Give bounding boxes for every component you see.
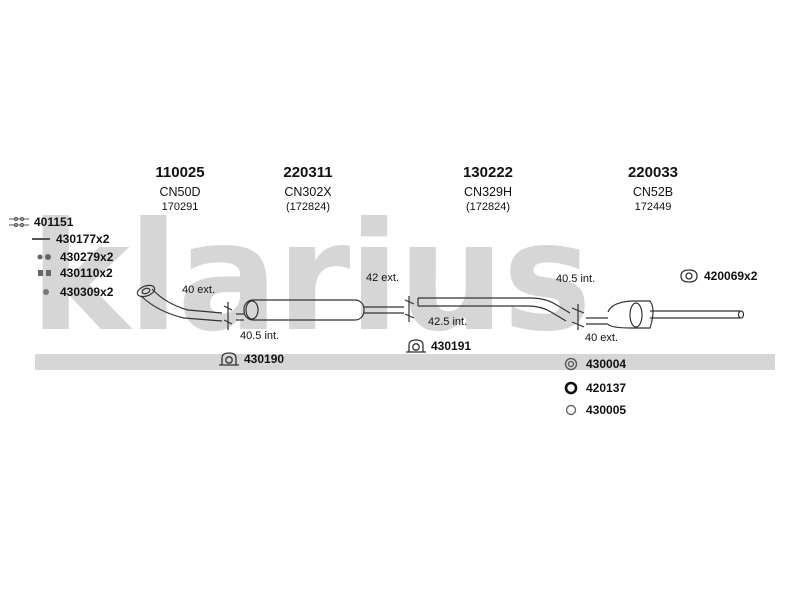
section-header-2: 220311 CN302X (172824) (238, 164, 378, 214)
part-430004: 430004 (560, 357, 626, 371)
part-430279: 430279x2 (34, 250, 113, 264)
part-430309: 430309x2 (34, 285, 113, 299)
clamp-430190: 430190 (218, 352, 284, 366)
section-header-4: 220033 CN52B 172449 (583, 164, 723, 214)
part-label: 430279x2 (60, 250, 114, 264)
part-ref: 170291 (161, 201, 199, 213)
note-ext-1: 40 ext. (182, 284, 216, 296)
intermediate-pipe (417, 297, 571, 322)
rubber-ring-icon (565, 404, 577, 416)
seal-ring-icon (564, 381, 578, 395)
note-ext-2: 42 ext. (366, 272, 400, 284)
part-code: CN50D (159, 185, 201, 199)
rear-silencer (586, 300, 745, 329)
clamp-430191: 430191 (405, 339, 471, 353)
nut-pair-icon (37, 254, 51, 260)
flange-gasket-icon (680, 269, 698, 283)
part-420137: 420137 (560, 381, 626, 395)
part-ref: (172824) (465, 201, 511, 213)
note-int-1: 40.5 int. (240, 330, 280, 342)
note-ext-3: 40 ext. (585, 332, 619, 344)
gasket-420069: 420069x2 (678, 269, 757, 283)
washer-icon (43, 289, 49, 295)
part-label: 420069x2 (704, 269, 758, 283)
brand-watermark: klarius (30, 191, 780, 378)
clamp-icon (219, 352, 239, 366)
stud-icon (32, 238, 50, 240)
front-pipe (136, 284, 223, 322)
part-label: 430309x2 (60, 285, 114, 299)
part-ref: 172449 (634, 201, 672, 213)
part-label: 430190 (244, 352, 285, 366)
part-label: 430005 (586, 403, 627, 417)
part-number: 220311 (283, 164, 333, 181)
part-label: 430110x2 (60, 266, 113, 280)
bracket-ring-icon (564, 357, 578, 371)
part-401151: 401151 (8, 215, 73, 229)
watermark-bar (35, 354, 775, 370)
part-ref: (172824) (285, 201, 331, 213)
section-header-3: 130222 CN329H (172824) (418, 164, 558, 214)
part-label: 430004 (586, 357, 627, 371)
part-code: CN329H (464, 185, 512, 199)
joint-3 (571, 304, 585, 330)
part-label: 430191 (431, 339, 472, 353)
note-int-2: 42.5 int. (428, 316, 468, 328)
part-code: CN302X (284, 185, 332, 199)
note-int-3: 40.5 int. (556, 273, 596, 285)
part-number: 130222 (462, 164, 514, 181)
joint-1 (223, 302, 233, 330)
part-code: CN52B (632, 185, 674, 199)
part-430110: 430110x2 (34, 266, 113, 280)
joint-2 (404, 296, 415, 322)
part-number: 220033 (627, 164, 679, 181)
bolt-set-icon (9, 216, 29, 228)
spring-icon (38, 270, 51, 276)
part-430005: 430005 (560, 403, 626, 417)
part-number: 110025 (155, 164, 205, 181)
part-label: 420137 (586, 381, 627, 395)
watermark-logo-text: klarius (30, 191, 592, 365)
part-label: 430177x2 (56, 232, 110, 246)
part-label: 401151 (34, 215, 74, 229)
clamp-icon (406, 339, 426, 353)
middle-silencer (236, 299, 404, 321)
part-430177: 430177x2 (30, 232, 109, 246)
section-header-1: 110025 CN50D 170291 (110, 164, 250, 214)
